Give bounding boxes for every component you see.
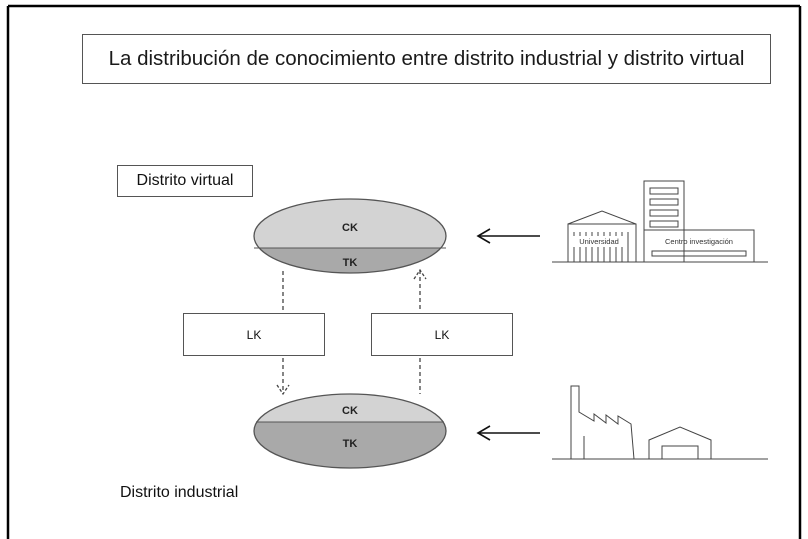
warehouse-icon [648, 426, 712, 460]
arrowhead-up [413, 268, 427, 280]
arrow-from-buildings [476, 228, 540, 244]
virtual-district-label: Distrito virtual [117, 165, 253, 197]
virtual-ellipse: CK TK [253, 198, 447, 274]
university-label-bg [571, 236, 627, 247]
industrial-ck-label: CK [342, 405, 358, 417]
virtual-outline [253, 198, 447, 274]
industrial-outline [253, 393, 447, 469]
lk-box-left: LK [183, 313, 325, 356]
university-building-icon [552, 180, 768, 263]
diagram-title: La distribución de conocimiento entre di… [82, 34, 771, 84]
arrow-from-factory [476, 425, 540, 441]
virtual-ck-label: CK [342, 222, 358, 234]
arrowhead-down [276, 384, 290, 396]
industrial-tk-label: TK [343, 438, 358, 450]
industrial-ellipse: CK TK [253, 393, 447, 469]
virtual-tk-label: TK [343, 257, 358, 269]
lk-box-right: LK [371, 313, 513, 356]
factory-icon [552, 385, 768, 460]
industrial-district-label: Distrito industrial [120, 484, 239, 501]
research-center-label: Centro investigación [665, 237, 733, 246]
university-label: Universidad [579, 237, 619, 246]
